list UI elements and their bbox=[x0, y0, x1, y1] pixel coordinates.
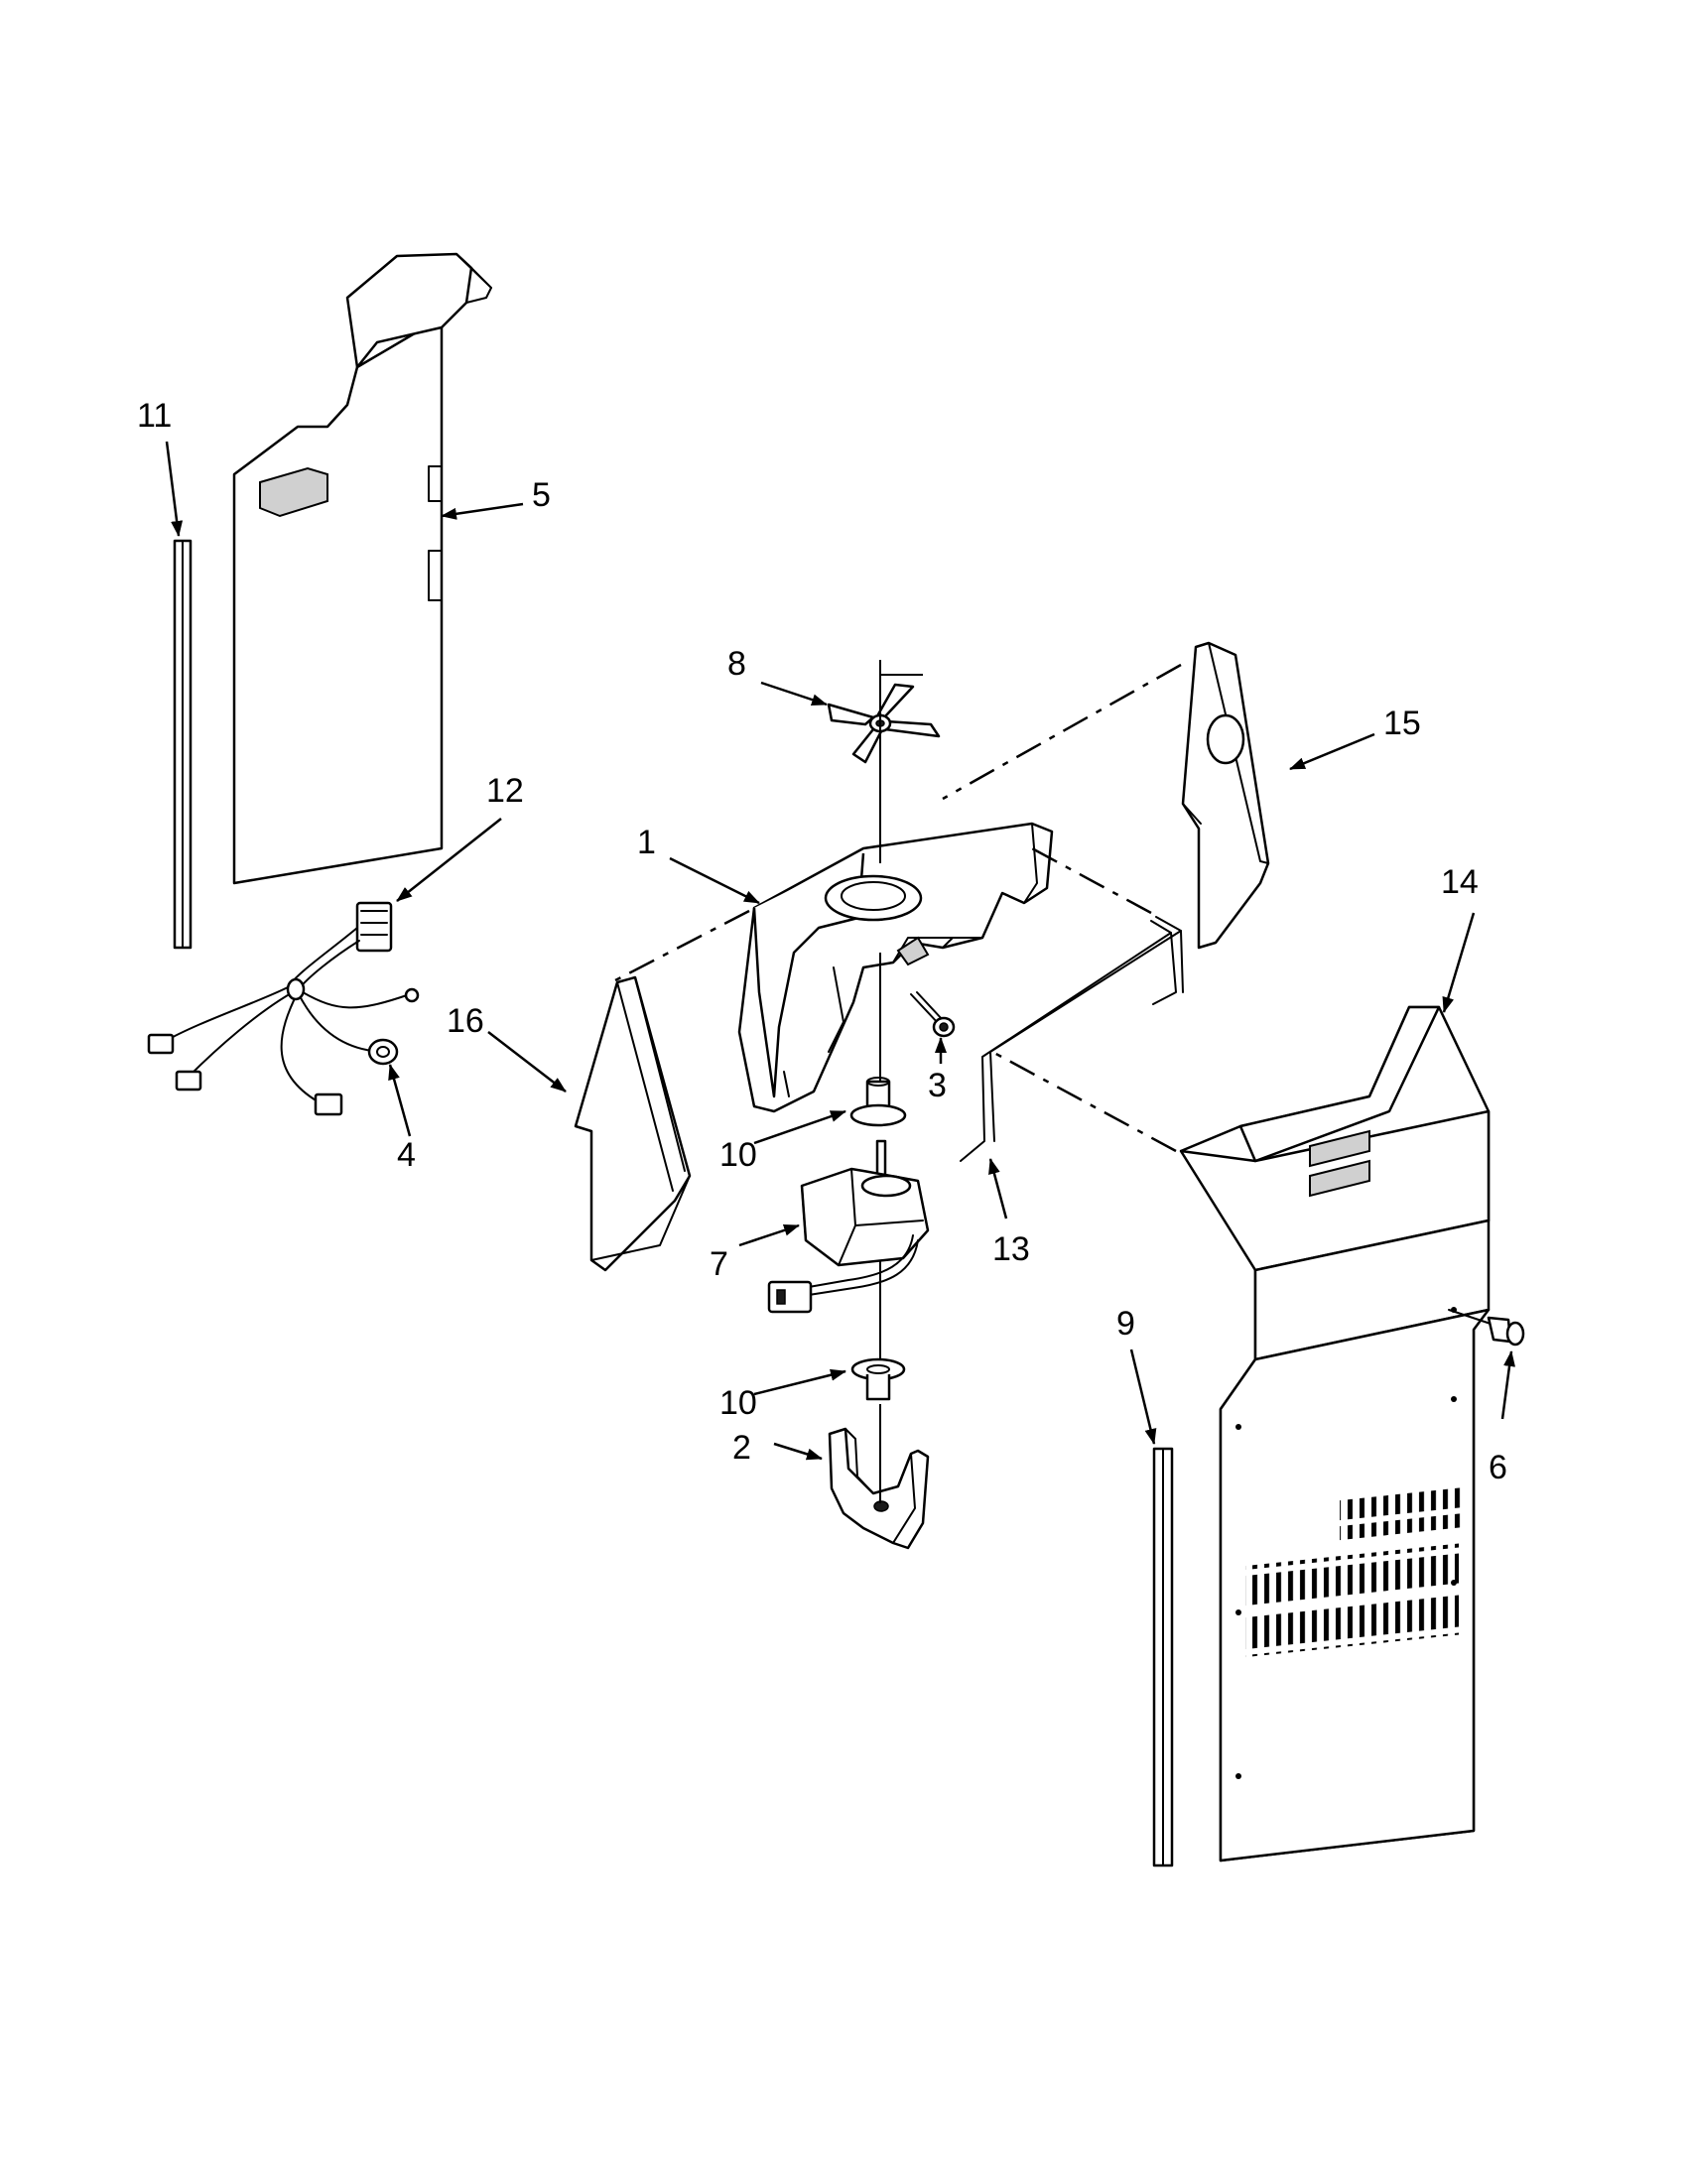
callout-10-lower: 10 bbox=[719, 1384, 757, 1422]
callout-9: 9 bbox=[1116, 1305, 1135, 1343]
callout-14: 14 bbox=[1441, 863, 1479, 901]
part-14-air-duct-panel bbox=[1179, 1005, 1491, 1863]
part-6-screw bbox=[1448, 1309, 1525, 1347]
callout-labels: 11 5 8 12 1 15 14 16 4 3 10 7 13 9 10 2 … bbox=[137, 397, 1507, 1486]
callout-12: 12 bbox=[486, 772, 524, 810]
part-16-left-insulation bbox=[574, 975, 692, 1272]
callout-8: 8 bbox=[727, 645, 746, 683]
callout-11: 11 bbox=[137, 397, 172, 435]
callout-6: 6 bbox=[1489, 1449, 1507, 1486]
part-1-fan-housing bbox=[737, 822, 1054, 1113]
callout-4: 4 bbox=[397, 1136, 416, 1174]
part-2-motor-bracket bbox=[828, 1427, 930, 1550]
part-9-seal-strip bbox=[1152, 1447, 1174, 1867]
callout-2: 2 bbox=[732, 1429, 751, 1467]
callout-7: 7 bbox=[710, 1245, 728, 1283]
assembly-guide-lines bbox=[614, 660, 1182, 1503]
part-5-duct-panel bbox=[232, 252, 492, 885]
part-15-right-insulation bbox=[1181, 641, 1270, 950]
callout-15: 15 bbox=[1383, 705, 1421, 742]
callout-13: 13 bbox=[992, 1230, 1030, 1268]
callout-1: 1 bbox=[637, 824, 656, 861]
callout-5: 5 bbox=[532, 476, 551, 514]
part-10-upper-grommet bbox=[849, 1077, 907, 1127]
leader-arrows bbox=[165, 441, 1515, 1461]
part-12-wiring-harness bbox=[147, 901, 420, 1116]
part-4-grommet bbox=[367, 1038, 399, 1066]
part-13-wire-retainer bbox=[960, 916, 1184, 1162]
callout-3: 3 bbox=[928, 1067, 947, 1104]
part-7-fan-motor bbox=[767, 1139, 930, 1314]
part-11-seal-strip bbox=[173, 539, 193, 950]
callout-16: 16 bbox=[447, 1002, 484, 1040]
part-10-lower-grommet bbox=[850, 1357, 906, 1401]
callout-10-upper: 10 bbox=[719, 1136, 757, 1174]
part-8-fan-blade bbox=[827, 683, 941, 764]
part-3-screw bbox=[910, 991, 956, 1038]
